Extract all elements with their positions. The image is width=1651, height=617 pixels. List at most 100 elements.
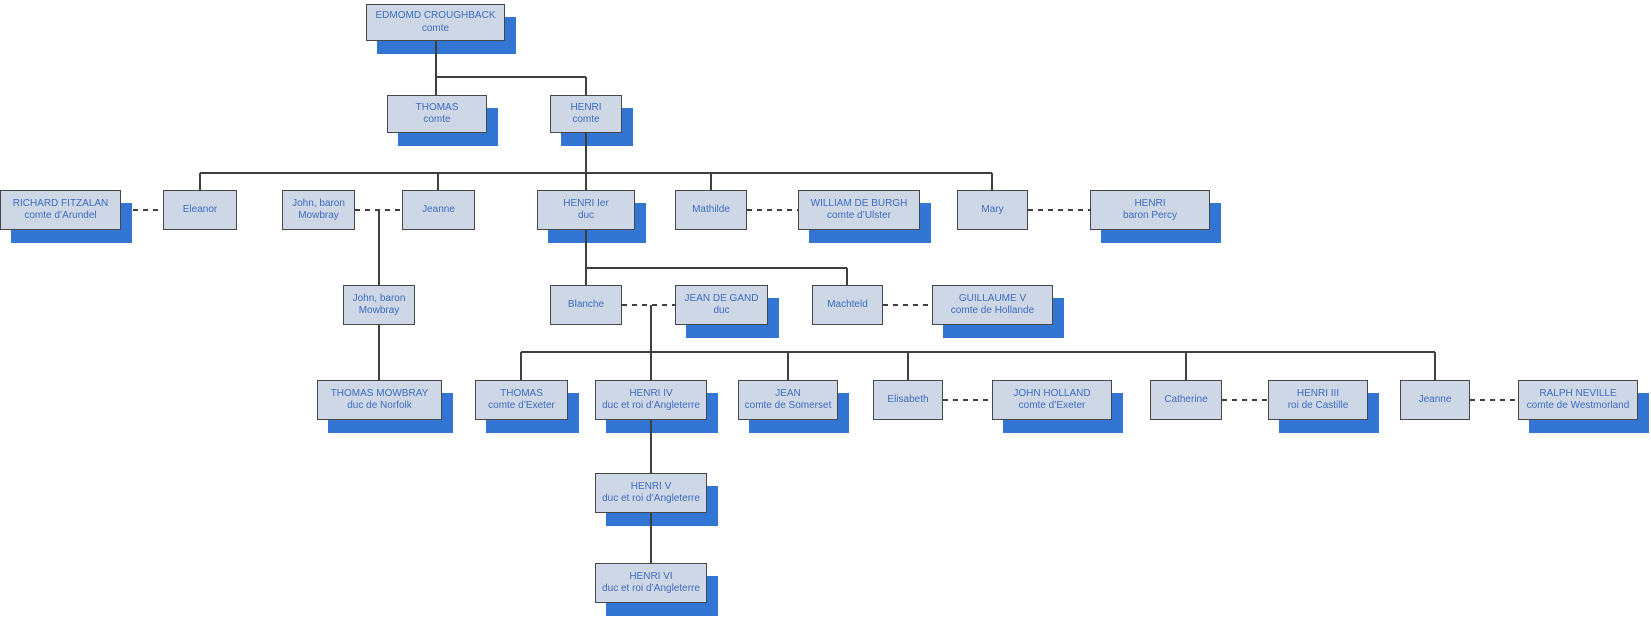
person-name: EDMOMD CROUGHBACK xyxy=(375,10,496,21)
descent-line xyxy=(586,267,847,269)
descent-line xyxy=(650,420,652,473)
descent-line xyxy=(435,41,437,95)
node-mathilde[interactable]: Mathilde xyxy=(675,190,747,230)
person-title: comte d’Exeter xyxy=(488,400,555,411)
node-eleanor[interactable]: Eleanor xyxy=(163,190,237,230)
descent-line xyxy=(437,173,439,190)
marriage-line xyxy=(1470,399,1518,401)
descent-line xyxy=(650,352,652,380)
person-name: THOMAS xyxy=(500,387,543,399)
person-title: roi de Castille xyxy=(1287,400,1349,411)
person-title: comte de Somerset xyxy=(744,400,832,411)
person-title: comte xyxy=(572,114,600,125)
marriage-line xyxy=(1028,209,1090,211)
person-name: WILLIAM DE BURGH xyxy=(810,197,908,209)
person-name: RALPH NEVILLE xyxy=(1539,387,1617,399)
person-title: baron Percy xyxy=(1123,210,1177,221)
descent-line xyxy=(199,173,201,190)
marriage-line xyxy=(883,304,932,306)
node-machteld[interactable]: Machteld xyxy=(812,285,883,325)
marriage-line xyxy=(747,209,798,211)
person-title: comte d’Arundel xyxy=(24,210,97,221)
descent-line xyxy=(585,230,587,285)
descent-line xyxy=(200,172,992,174)
person-name: GUILLAUME V xyxy=(958,292,1027,304)
person-name: Mathilde xyxy=(692,203,730,215)
person-title: Mowbray xyxy=(358,305,400,316)
person-title: duc et roi d’Angleterre xyxy=(602,493,700,504)
person-name: Catherine xyxy=(1164,393,1208,405)
person-title: duc de Norfolk xyxy=(347,400,412,411)
descent-line xyxy=(710,173,712,190)
person-name: John, baron xyxy=(352,292,406,304)
person-name: THOMAS xyxy=(415,101,459,113)
node-jeanne-neville[interactable]: Jeanne xyxy=(1400,380,1470,420)
marriage-line xyxy=(133,209,163,211)
marriage-line xyxy=(1222,399,1268,401)
person-name: HENRI V xyxy=(630,480,672,492)
person-name: Elisabeth xyxy=(887,393,929,405)
descent-line xyxy=(907,352,909,380)
person-title: duc xyxy=(713,305,730,316)
person-name: JOHN HOLLAND xyxy=(1013,387,1091,399)
descent-line xyxy=(650,513,652,563)
person-title: comte d’Exeter xyxy=(1018,400,1086,411)
person-name: Jeanne xyxy=(1418,393,1452,405)
person-name: HENRI III xyxy=(1296,387,1340,399)
descent-line xyxy=(378,210,380,285)
person-name: RICHARD FITZALAN xyxy=(12,197,109,209)
descent-line xyxy=(585,133,587,190)
person-name: HENRI VI xyxy=(629,570,673,582)
person-title: comte xyxy=(423,114,451,125)
descent-line xyxy=(650,305,652,352)
person-name: Machteld xyxy=(827,298,868,310)
node-elisabeth[interactable]: Elisabeth xyxy=(873,380,943,420)
person-name: THOMAS MOWBRAY xyxy=(330,387,429,399)
node-catherine[interactable]: Catherine xyxy=(1150,380,1222,420)
descent-line xyxy=(1185,352,1187,380)
person-title: comte de Westmorland xyxy=(1526,400,1630,411)
person-name: Jeanne xyxy=(422,203,455,215)
marriage-line xyxy=(622,304,675,306)
node-blanche[interactable]: Blanche xyxy=(550,285,622,325)
descent-line xyxy=(585,77,587,95)
person-name: Eleanor xyxy=(182,203,218,215)
person-title: comte d’Ulster xyxy=(827,210,891,221)
person-name: JEAN DE GAND xyxy=(684,292,759,304)
person-name: Blanche xyxy=(567,298,605,310)
node-mary[interactable]: Mary xyxy=(957,190,1028,230)
person-title: duc xyxy=(577,210,595,221)
descent-line xyxy=(520,352,522,380)
person-title: duc et roi d’Angleterre xyxy=(602,400,700,411)
person-name: Mary xyxy=(981,203,1004,215)
descent-line xyxy=(787,352,789,380)
node-jeanne-mowbray[interactable]: Jeanne xyxy=(402,190,475,230)
person-name: John, baron xyxy=(292,197,345,209)
person-name: HENRI IV xyxy=(629,387,673,399)
person-name: HENRI xyxy=(570,101,602,113)
person-title: comte de Hollande xyxy=(950,305,1035,316)
descent-line xyxy=(1434,352,1436,380)
